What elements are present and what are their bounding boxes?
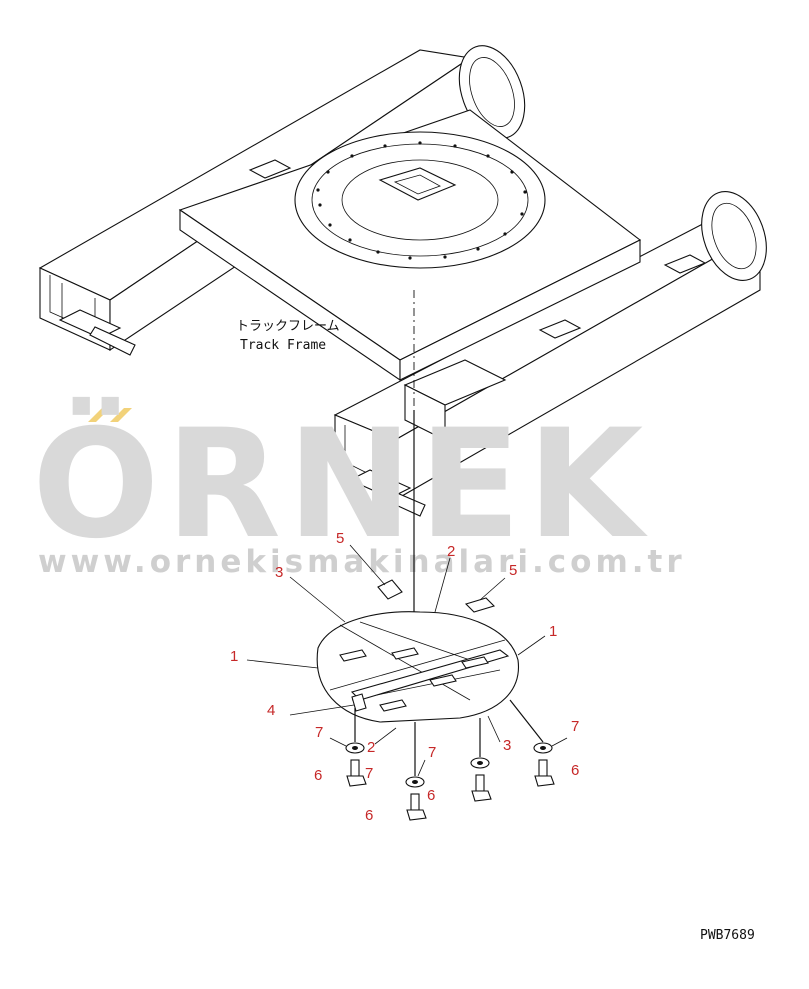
callout-6-right: 6 bbox=[571, 762, 579, 779]
washers-bolts bbox=[345, 699, 555, 821]
callout-1-right: 1 bbox=[549, 623, 557, 640]
callout-2-top: 2 bbox=[447, 543, 455, 560]
track-frame-drawing bbox=[38, 45, 767, 517]
watermark-url: www.ornekismakinalari.com.tr bbox=[38, 544, 686, 580]
callout-2-bottom: 2 bbox=[367, 739, 375, 756]
leader-lines bbox=[246, 544, 568, 777]
under-cover-assembly bbox=[316, 579, 520, 723]
callout-7-left-bolt: 7 bbox=[365, 765, 373, 782]
watermark-brand: ÖRNEK bbox=[32, 396, 649, 572]
callout-7-right: 7 bbox=[571, 718, 579, 735]
callout-7-left: 7 bbox=[315, 724, 323, 741]
callout-3-bottom: 3 bbox=[503, 737, 511, 754]
frame-label-jp: トラックフレーム bbox=[236, 319, 340, 334]
callout-6-bottom: 6 bbox=[365, 807, 373, 824]
callout-labels: 1 1 2 2 3 3 4 5 5 6 6 6 6 7 7 7 7 7 bbox=[230, 530, 579, 824]
callout-5-right: 5 bbox=[509, 562, 517, 579]
drawing-number: PWB7689 bbox=[700, 928, 755, 943]
callout-1-left: 1 bbox=[230, 648, 238, 665]
callout-5-left: 5 bbox=[336, 530, 344, 547]
callout-4: 4 bbox=[267, 702, 275, 719]
callout-6-center: 6 bbox=[427, 787, 435, 804]
callout-3-left: 3 bbox=[275, 564, 283, 581]
callout-6-left: 6 bbox=[314, 767, 322, 784]
watermark: ÖRNEK www.ornekismakinalari.com.tr bbox=[32, 396, 686, 580]
callout-7-center: 7 bbox=[428, 744, 436, 761]
frame-label-en: Track Frame bbox=[240, 338, 326, 353]
